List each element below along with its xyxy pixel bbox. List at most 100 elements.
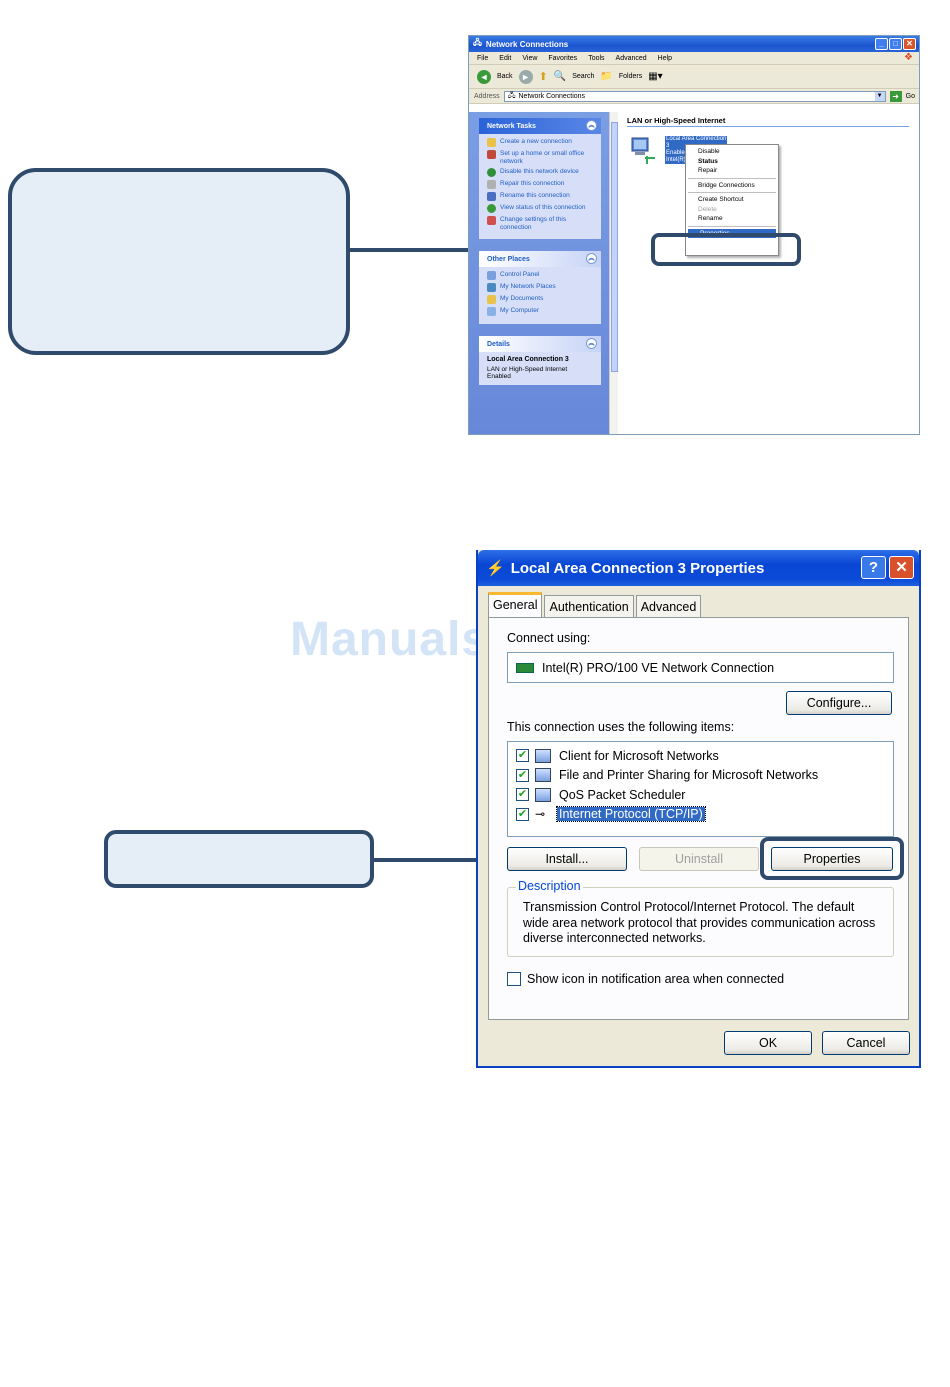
toolbar: ◄ Back ► ⬆ 🔍 Search 📁 Folders ▦▾ [469, 65, 919, 89]
menu-item-rename[interactable]: Rename [698, 215, 723, 222]
repair-icon [487, 180, 496, 189]
checkbox-checked[interactable]: ✔ [516, 749, 529, 763]
documents-icon [487, 295, 496, 304]
address-input[interactable]: 🖧 Network Connections ▼ [503, 90, 886, 102]
lan-connection-icon: ⚡ [486, 560, 505, 577]
menu-favorites[interactable]: Favorites [548, 54, 578, 62]
back-arrow-icon[interactable]: ◄ [477, 69, 491, 84]
properties-button[interactable]: Properties [771, 847, 893, 871]
list-item[interactable]: ✔ QoS Packet Scheduler [516, 787, 686, 802]
network-tasks-header[interactable]: Network Tasks ︽ [479, 118, 601, 134]
checkbox-checked[interactable]: ✔ [516, 807, 529, 821]
address-bar: Address 🖧 Network Connections ▼ ➜ Go [469, 89, 919, 104]
checkbox-checked[interactable]: ✔ [516, 768, 529, 782]
network-tasks-box: Network Tasks ︽ Create a new connection … [479, 118, 601, 239]
components-list[interactable]: ✔ Client for Microsoft Networks ✔ File a… [507, 741, 894, 837]
highlight-properties-button [760, 837, 904, 880]
status-icon [487, 204, 496, 213]
menu-item-disable[interactable]: Disable [698, 148, 720, 155]
tab-general[interactable]: General [488, 592, 543, 617]
task-repair-connection[interactable]: Repair this connection [487, 180, 595, 189]
collapse-icon[interactable]: ︽ [586, 338, 597, 349]
folder-up-icon[interactable]: ⬆ [538, 71, 548, 83]
task-create-connection[interactable]: Create a new connection [487, 138, 595, 147]
cancel-button[interactable]: Cancel [822, 1031, 910, 1055]
configure-button[interactable]: Configure... [786, 691, 892, 715]
task-disable-device[interactable]: Disable this network device [487, 168, 595, 177]
description-text: Transmission Control Protocol/Internet P… [523, 900, 876, 945]
menu-item-create-shortcut[interactable]: Create Shortcut [698, 196, 744, 203]
views-icon[interactable]: ▦▾ [648, 71, 663, 82]
menu-item-repair[interactable]: Repair [698, 167, 718, 174]
group-header: LAN or High-Speed Internet [627, 116, 726, 125]
ok-button[interactable]: OK [724, 1031, 812, 1055]
place-my-network-places[interactable]: My Network Places [487, 283, 595, 292]
list-item-tcpip[interactable]: ✔ ⊸ Internet Protocol (TCP/IP) [516, 806, 706, 823]
scrollbar-thumb[interactable] [611, 122, 618, 372]
go-button[interactable]: Go [905, 92, 915, 100]
task-pane: Network Tasks ︽ Create a new connection … [469, 112, 609, 434]
task-pane-scrollbar[interactable] [609, 112, 618, 434]
lan-connection-icon[interactable] [629, 136, 657, 166]
task-change-settings[interactable]: Change settings of this connection [487, 216, 595, 231]
collapse-icon[interactable]: ︽ [586, 120, 597, 131]
minimize-button[interactable]: _ [875, 38, 888, 50]
search-icon[interactable]: 🔍 [553, 71, 567, 82]
folders-button[interactable]: Folders [618, 73, 643, 80]
details-box: Details ︽ Local Area Connection 3 LAN or… [479, 336, 601, 385]
menu-tools[interactable]: Tools [588, 54, 605, 62]
go-arrow-icon[interactable]: ➜ [889, 90, 902, 102]
network-icon: 🖧 [507, 91, 516, 99]
checkbox-unchecked[interactable] [507, 972, 521, 986]
forward-arrow-icon[interactable]: ► [518, 69, 533, 84]
uninstall-button: Uninstall [639, 847, 759, 871]
place-control-panel[interactable]: Control Panel [487, 271, 595, 280]
home-network-icon [487, 150, 496, 159]
close-button[interactable]: ✕ [903, 38, 916, 50]
menu-item-bridge-connections[interactable]: Bridge Connections [698, 181, 755, 189]
connect-using-label: Connect using: [507, 631, 591, 645]
task-view-status[interactable]: View status of this connection [487, 204, 595, 213]
other-places-box: Other Places ︽ Control Panel My Network … [479, 251, 601, 324]
menu-edit[interactable]: Edit [499, 54, 512, 62]
chevron-down-icon[interactable]: ▼ [874, 91, 885, 101]
close-button[interactable]: ✕ [889, 556, 914, 579]
details-header[interactable]: Details ︽ [479, 336, 601, 352]
back-button[interactable]: Back [497, 73, 513, 80]
tab-authentication[interactable]: Authentication [544, 595, 634, 617]
collapse-icon[interactable]: ︽ [586, 253, 597, 264]
window-title: Network Connections [485, 39, 569, 49]
adapter-name: Intel(R) PRO/100 VE Network Connection [542, 660, 775, 675]
computer-icon [535, 787, 551, 802]
place-my-computer[interactable]: My Computer [487, 307, 595, 316]
general-tab-panel: Connect using: Intel(R) PRO/100 VE Netwo… [488, 617, 909, 1020]
menu-help[interactable]: Help [657, 54, 673, 62]
maximize-button[interactable]: □ [889, 38, 902, 50]
checkbox-checked[interactable]: ✔ [516, 788, 529, 802]
task-rename-connection[interactable]: Rename this connection [487, 192, 595, 201]
list-item[interactable]: ✔ File and Printer Sharing for Microsoft… [516, 768, 819, 783]
menu-separator [688, 225, 776, 227]
menu-item-status[interactable]: Status [698, 157, 718, 165]
tab-strip: General Authentication Advanced [488, 592, 702, 617]
help-button[interactable]: ? [861, 556, 886, 579]
group-divider [627, 126, 909, 127]
show-icon-option[interactable]: Show icon in notification area when conn… [507, 972, 784, 986]
search-button[interactable]: Search [572, 73, 595, 80]
folders-icon[interactable]: 📁 [600, 71, 613, 82]
task-home-network[interactable]: Set up a home or small office network [487, 150, 595, 165]
install-button[interactable]: Install... [507, 847, 627, 871]
list-item[interactable]: ✔ Client for Microsoft Networks [516, 748, 719, 763]
place-my-documents[interactable]: My Documents [487, 295, 595, 304]
protocol-icon: ⊸ [535, 807, 546, 822]
title-bar: 🖧 Network Connections _ □ ✕ [469, 36, 919, 52]
other-places-header[interactable]: Other Places ︽ [479, 251, 601, 267]
menu-advanced[interactable]: Advanced [615, 54, 647, 62]
details-status: Enabled [487, 373, 511, 380]
items-label: This connection uses the following items… [507, 720, 735, 734]
menu-file[interactable]: File [477, 54, 489, 62]
dialog-title: Local Area Connection 3 Properties [510, 559, 765, 577]
tab-advanced[interactable]: Advanced [635, 595, 702, 617]
control-panel-icon [487, 271, 496, 280]
menu-view[interactable]: View [522, 54, 538, 62]
